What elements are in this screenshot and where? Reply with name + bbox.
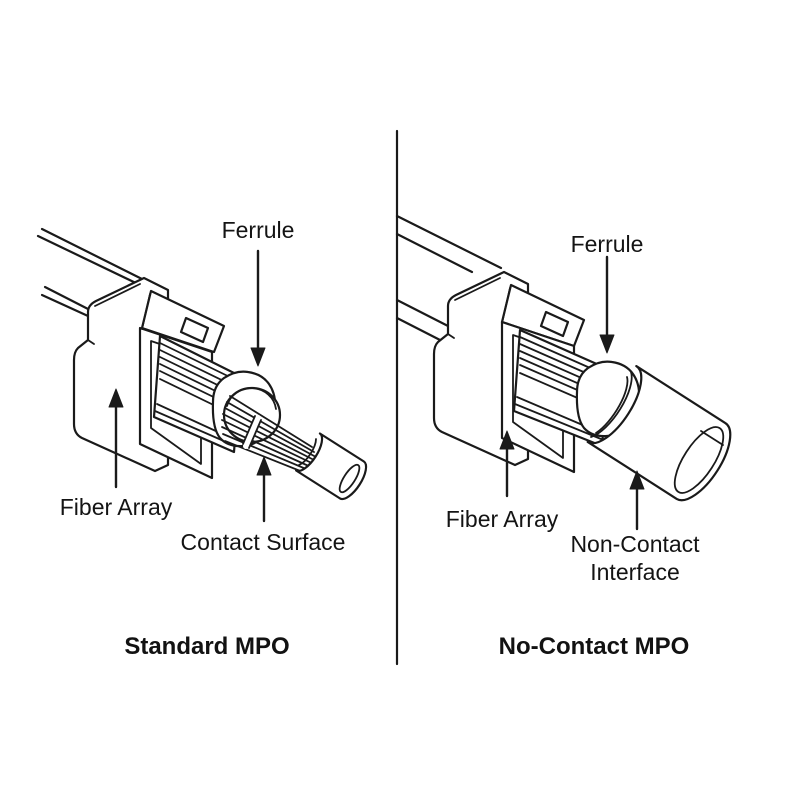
cable-lines: [36, 227, 148, 318]
cable-lines: [395, 214, 503, 343]
non-contact-barrel: [586, 365, 732, 502]
label-fiber-array-left: Fiber Array: [59, 494, 173, 520]
label-fiber-array-right: Fiber Array: [445, 506, 559, 532]
contact-surface-arrow: [256, 456, 272, 523]
panel-title-standard-mpo: Standard MPO: [124, 633, 290, 660]
contact-tip-sleeve: [295, 432, 368, 501]
fiber-array-arrow-right: [499, 430, 515, 498]
latch-tab: [179, 316, 210, 344]
standard-mpo-drawing: [36, 227, 368, 523]
label-non-contact-interface: Non-Contact Interface: [570, 531, 700, 585]
label-ferrule-left: Ferrule: [221, 217, 295, 243]
no-contact-mpo-drawing: [395, 214, 732, 531]
panel-title-no-contact-mpo: No-Contact MPO: [498, 633, 690, 660]
fiber-array-arrow-left: [108, 388, 124, 489]
non-contact-interface-arrow: [629, 470, 645, 531]
fiber-ribbon: [221, 395, 329, 483]
ferrule-arrow-right: [599, 255, 615, 354]
label-contact-surface: Contact Surface: [180, 529, 346, 555]
latch-tab: [539, 310, 570, 338]
label-ferrule-right: Ferrule: [570, 231, 644, 257]
ferrule-arrow-left: [250, 249, 266, 367]
